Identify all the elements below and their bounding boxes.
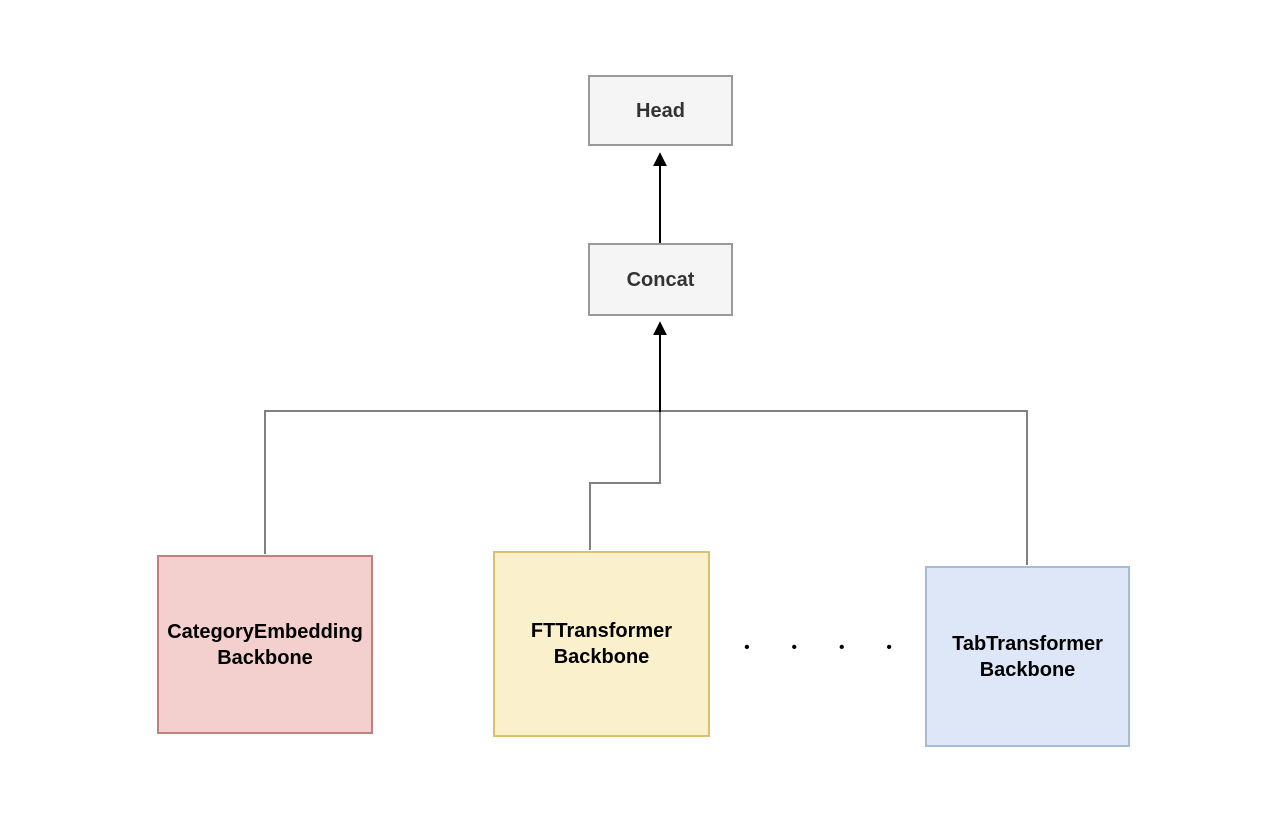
connector-backbone-bus xyxy=(264,410,1028,565)
ellipsis-dots: • • • • xyxy=(744,638,911,656)
node-concat-label: Concat xyxy=(626,268,695,291)
connector-ft-step xyxy=(589,410,661,550)
node-category-embedding-backbone-label: CategoryEmbedding Backbone xyxy=(167,620,363,669)
node-ft-transformer-backbone: FTTransformer Backbone xyxy=(493,551,710,737)
node-concat: Concat xyxy=(588,243,733,316)
node-tab-transformer-backbone: TabTransformer Backbone xyxy=(925,566,1130,747)
node-ft-transformer-backbone-label: FTTransformer Backbone xyxy=(530,620,673,668)
node-category-embedding-backbone: CategoryEmbedding Backbone xyxy=(157,555,373,734)
node-tab-transformer-backbone-label: TabTransformer Backbone xyxy=(952,632,1103,681)
node-head: Head xyxy=(588,75,733,146)
node-head-label: Head xyxy=(636,99,685,122)
